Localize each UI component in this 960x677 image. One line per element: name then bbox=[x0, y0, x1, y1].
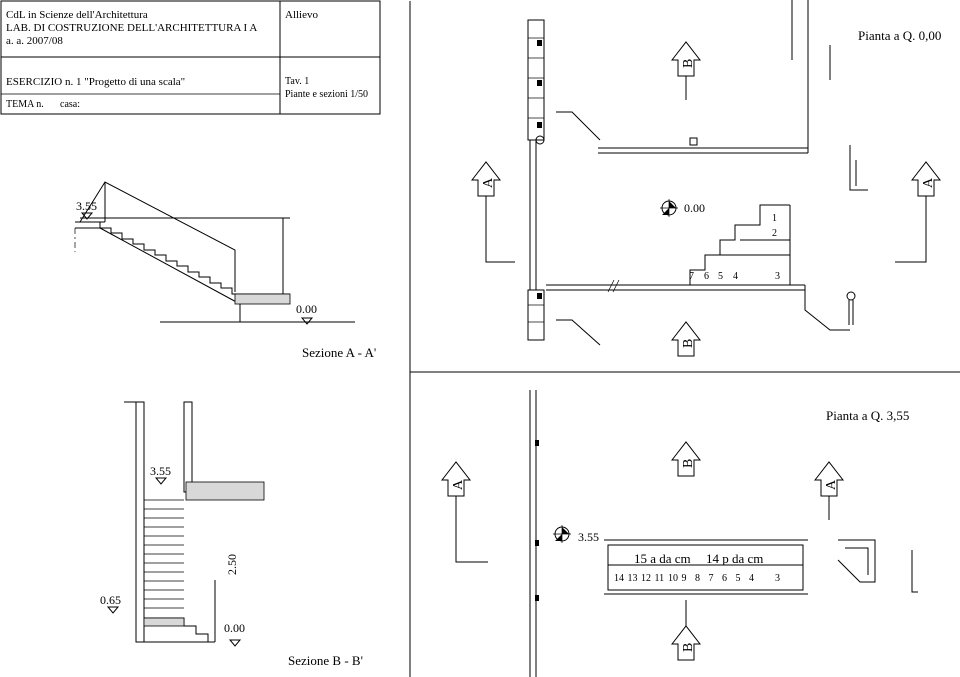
svg-text:A: A bbox=[481, 177, 496, 188]
course-name: LAB. DI COSTRUZIONE DELL'ARCHITETTURA I … bbox=[6, 22, 257, 34]
stair-plan-upper bbox=[607, 544, 804, 591]
level-top-aa: 3.55 bbox=[76, 199, 97, 213]
level-top-bb: 3.55 bbox=[150, 464, 171, 478]
section-tag-a-right: A bbox=[895, 161, 942, 263]
step-upper-number: 4 bbox=[749, 573, 754, 584]
section-bb-drawing: 3.55 2.50 0.65 0.00 Sezione B - B' bbox=[100, 401, 363, 668]
note-riser: 15 a da cm bbox=[634, 551, 691, 566]
step-ground-4: 4 bbox=[733, 271, 738, 282]
case-label: casa: bbox=[60, 99, 80, 110]
theme-label: TEMA n. bbox=[6, 99, 44, 110]
academic-year: a. a. 2007/08 bbox=[6, 35, 63, 47]
step-upper-number: 9 bbox=[682, 573, 687, 584]
plan-ground-title: Pianta a Q. 0,00 bbox=[858, 28, 941, 43]
svg-text:B: B bbox=[681, 59, 696, 68]
step-ground-2: 2 bbox=[772, 228, 777, 239]
section-tag-a-upper-left: A bbox=[440, 461, 488, 563]
svg-text:B: B bbox=[681, 643, 696, 652]
step-ground-3: 3 bbox=[775, 271, 780, 282]
section-tag-b-top: B bbox=[670, 41, 702, 100]
step-ground-1: 1 bbox=[772, 213, 777, 224]
svg-text:A: A bbox=[921, 177, 936, 188]
stair-plan-ground bbox=[689, 204, 790, 285]
exercise-label: ESERCIZIO n. 1 "Progetto di una scala" bbox=[6, 76, 185, 88]
section-tag-a-upper-right: A bbox=[813, 461, 845, 520]
step-upper-number: 13 bbox=[628, 573, 638, 584]
level-height-bb: 2.50 bbox=[225, 554, 239, 575]
section-tag-b-upper-bottom: B bbox=[670, 600, 702, 661]
step-upper-number: 8 bbox=[695, 573, 700, 584]
section-tag-a-left: A bbox=[470, 161, 515, 263]
note-tread: 14 p da cm bbox=[706, 551, 763, 566]
section-tag-b-upper-top: B bbox=[670, 441, 702, 477]
stair-profile bbox=[99, 222, 290, 295]
step-upper-number: 10 bbox=[668, 573, 678, 584]
handrail bbox=[79, 181, 236, 292]
step-upper-number: 11 bbox=[655, 573, 665, 584]
step-ground-7: 7 bbox=[689, 271, 694, 282]
svg-text:B: B bbox=[681, 339, 696, 348]
stair-treads bbox=[144, 499, 184, 609]
step-upper-number: 7 bbox=[709, 573, 714, 584]
step-ground-6: 6 bbox=[704, 271, 709, 282]
svg-text:A: A bbox=[451, 479, 466, 490]
svg-text:B: B bbox=[681, 459, 696, 468]
level-bottom-aa: 0.00 bbox=[296, 302, 317, 316]
svg-text:A: A bbox=[824, 479, 839, 490]
level-mid-bb: 0.65 bbox=[100, 593, 121, 607]
plan-upper-title: Pianta a Q. 3,55 bbox=[826, 408, 909, 423]
title-block: CdL in Scienze dell'Architettura LAB. DI… bbox=[0, 0, 381, 115]
step-upper-number: 3 bbox=[775, 573, 780, 584]
level-upper: 3.55 bbox=[578, 530, 599, 544]
step-upper-number: 14 bbox=[614, 573, 624, 584]
school-name: CdL in Scienze dell'Architettura bbox=[6, 9, 148, 21]
plan-ground-drawing: 1 2 7 6 5 4 3 0.00 A A bbox=[470, 0, 942, 357]
section-aa-title: Sezione A - A' bbox=[302, 345, 376, 360]
section-tag-b-bottom: B bbox=[670, 321, 702, 357]
section-aa-drawing: 3.55 0.00 Sezione A - A' bbox=[74, 181, 376, 360]
step-upper-number: 5 bbox=[736, 573, 741, 584]
step-ground-5: 5 bbox=[718, 271, 723, 282]
student-label: Allievo bbox=[285, 9, 318, 21]
table-number: Tav. 1 bbox=[285, 76, 309, 87]
step-upper-number: 12 bbox=[641, 573, 651, 584]
step-upper-number: 6 bbox=[722, 573, 727, 584]
level-bottom-bb: 0.00 bbox=[224, 621, 245, 635]
level-ground: 0.00 bbox=[684, 201, 705, 215]
section-bb-title: Sezione B - B' bbox=[288, 653, 363, 668]
table-subject: Piante e sezioni 1/50 bbox=[285, 89, 368, 100]
